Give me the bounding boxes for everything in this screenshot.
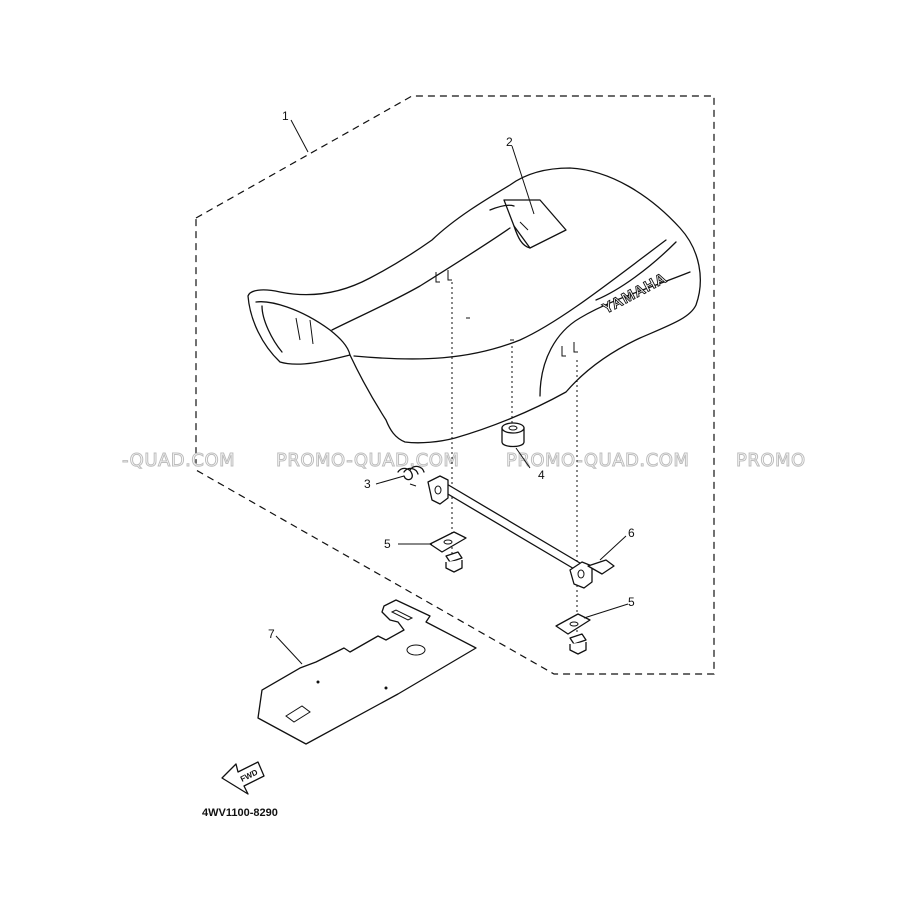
callout-7: 7	[268, 627, 275, 641]
seat-strap	[503, 199, 567, 249]
seat-hook-marks	[435, 270, 578, 357]
callout-3: 3	[364, 477, 371, 491]
callout-6: 6	[628, 526, 635, 540]
callout-labels: 1 2 3 4 5 5 6 7	[268, 109, 635, 641]
seat-tail-opening	[255, 301, 351, 356]
watermark-3: PROMO-QUAD.COM	[506, 450, 689, 471]
assembly-boundary	[195, 95, 715, 675]
seat-outline	[247, 167, 701, 444]
watermark-2: PROMO-QUAD.COM	[276, 450, 459, 471]
callout-leaders	[275, 119, 629, 665]
watermark-band: -QUAD.COM PROMO-QUAD.COM PROMO-QUAD.COM …	[122, 450, 806, 472]
callout-5-left: 5	[384, 537, 391, 551]
seat-assembly: YAMAHA	[247, 167, 701, 444]
cover-plate	[257, 599, 477, 745]
callout-1: 1	[282, 109, 289, 123]
seat-side-seam	[353, 239, 667, 360]
watermark-1: -QUAD.COM	[122, 450, 235, 471]
forward-arrow-icon: FWD	[221, 761, 265, 795]
lock-plate-right	[555, 613, 591, 655]
callout-4: 4	[538, 468, 545, 482]
callout-5-right: 5	[628, 595, 635, 609]
lock-rod-assembly	[427, 475, 615, 589]
part-code: 4WV1100-8290	[202, 807, 278, 819]
damper-rubber	[501, 422, 525, 448]
assembly-guides	[451, 282, 578, 640]
callout-2: 2	[506, 135, 513, 149]
watermark-4: PROMO	[736, 450, 806, 471]
seat-top-seam	[331, 227, 511, 331]
lock-plate-left	[429, 531, 467, 573]
spring	[397, 465, 425, 487]
